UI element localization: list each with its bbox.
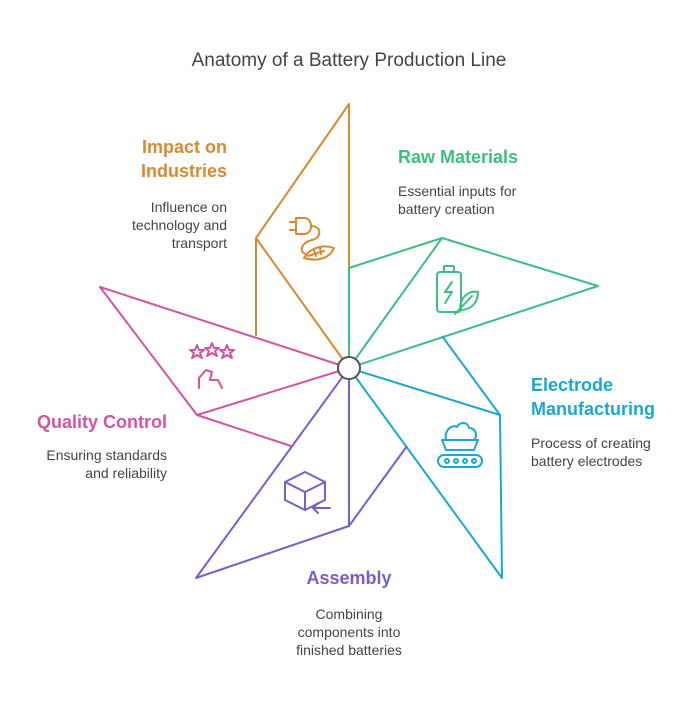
electrode-heading-line: Manufacturing	[531, 399, 655, 419]
impact-heading-line: Impact on	[141, 137, 227, 157]
electrode-description-line: battery electrodes	[531, 453, 643, 469]
page-title: Anatomy of a Battery Production Line	[191, 50, 507, 71]
quality-description: Ensuring standards and reliability	[0, 446, 167, 482]
impact-description-line: technology and	[132, 217, 227, 233]
impact-description-line: Influence on	[150, 199, 227, 215]
quality-description-line: Ensuring standards	[46, 447, 167, 463]
assembly-description: Combining components into finished batte…	[249, 605, 449, 659]
impact-heading-line: Industries	[140, 161, 227, 181]
assembly-heading: Assembly	[306, 568, 392, 588]
raw-materials-description-line: battery creation	[398, 201, 495, 217]
electrode-description-line: Process of creating	[531, 435, 651, 451]
electrode-heading-line: Electrode	[531, 375, 614, 395]
impact-heading: Impact on Industries	[0, 135, 227, 183]
assembly-description-line: finished batteries	[296, 642, 402, 658]
blade-electrode	[348, 335, 503, 579]
impact-description-line: transport	[171, 235, 227, 251]
electrode-heading: Electrode Manufacturing	[531, 373, 655, 421]
blade-impact	[255, 103, 350, 369]
quality-description-line: and reliability	[85, 465, 167, 481]
raw-materials-heading: Raw Materials	[398, 147, 519, 167]
assembly-description-line: Combining	[315, 606, 383, 622]
conveyor-belt-icon	[437, 422, 483, 468]
assembly-description-line: components into	[297, 624, 401, 640]
plug-leaf-icon	[289, 217, 335, 261]
blade-quality	[99, 286, 350, 447]
stars-hand-icon	[189, 342, 235, 389]
blade-assembly	[195, 367, 408, 579]
box-arrow-icon	[284, 471, 331, 514]
center-hub	[337, 356, 361, 380]
raw-materials-description-line: Essential inputs for	[398, 183, 517, 199]
battery-leaf-icon	[436, 265, 479, 315]
electrode-description: Process of creating battery electrodes	[531, 434, 651, 470]
raw-materials-description: Essential inputs for battery creation	[398, 182, 516, 218]
blade-raw-materials	[348, 237, 599, 369]
quality-heading: Quality Control	[37, 412, 167, 432]
impact-description: Influence on technology and transport	[0, 198, 227, 252]
